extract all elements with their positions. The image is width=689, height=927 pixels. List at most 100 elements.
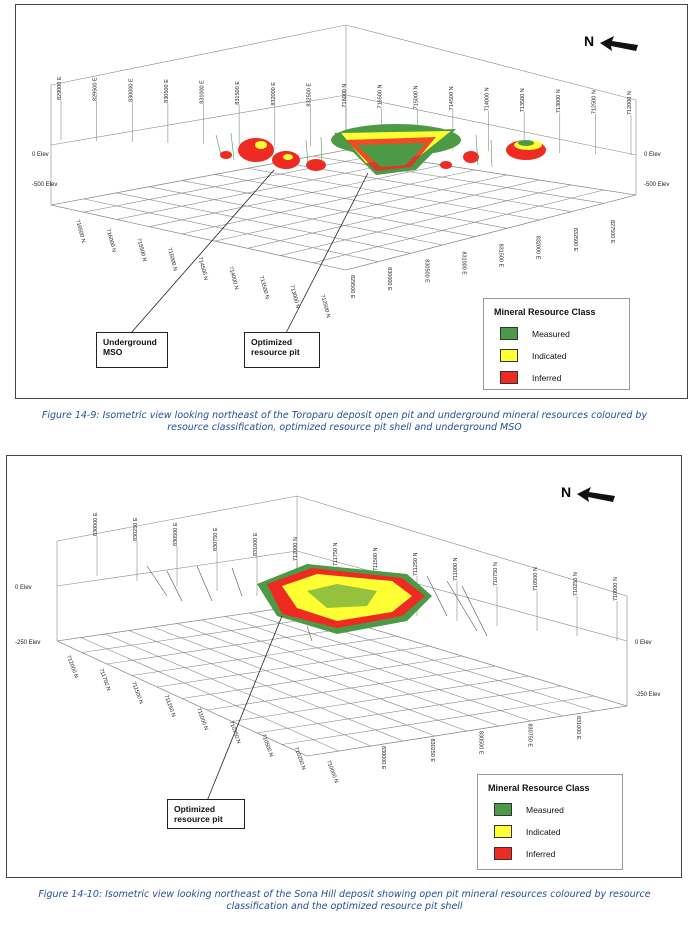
- elev-label-left-zero: 0 Elev: [32, 152, 49, 158]
- legend-title: Mineral Resource Class: [488, 783, 590, 793]
- axis-tick-label: 716000 N: [342, 84, 348, 108]
- isometric-view-toroparu: 0 Elev -500 Elev 0 Elev -500 Elev 829000…: [32, 24, 669, 334]
- legend-label: Inferred: [526, 848, 556, 859]
- axis-tick-label: 712000 N: [293, 537, 299, 561]
- axis-tick-label: 830000 E: [380, 746, 386, 770]
- north-arrow-icon: [600, 36, 638, 51]
- legend-swatch: [494, 847, 512, 860]
- axis-tick-label: 711750 N: [98, 668, 112, 692]
- callout-optimized-pit: Optimized resource pit: [167, 799, 245, 829]
- axis-tick-label: 712500 N: [319, 294, 331, 319]
- axis-tick-label: 712000 N: [627, 91, 633, 115]
- axis-tick-label: 711750 N: [333, 543, 339, 566]
- axis-tick-label: 713500 N: [520, 88, 526, 112]
- figure-14-9-caption: Figure 14-9: Isometric view looking nort…: [41, 410, 648, 433]
- axis-tick-label: 830000 E: [93, 512, 99, 536]
- axis-tick-label: 829000 E: [57, 76, 63, 100]
- legend-swatch: [500, 371, 518, 384]
- axis-tick-label: 830000 E: [128, 78, 134, 102]
- axis-tick-label: 712000 N: [65, 655, 79, 679]
- axis-tick-label: 831500 E: [498, 244, 504, 268]
- legend-item-inferred: Inferred: [494, 847, 622, 860]
- legend-label: Measured: [532, 328, 570, 339]
- legend-item-measured: Measured: [500, 327, 629, 340]
- axis-tick-label: 830500 E: [478, 731, 484, 755]
- axis-tick-label: 710750 N: [228, 720, 242, 744]
- callout-underground-mso: Underground MSO: [96, 332, 168, 368]
- axis-tick-label: 715000 N: [166, 247, 178, 272]
- axis-tick-label: 710250 N: [293, 747, 307, 771]
- axis-tick-label: 713500 N: [258, 275, 270, 300]
- axis-tick-label: 830500 E: [173, 522, 179, 546]
- elev-label-left-zero: 0 Elev: [15, 585, 32, 591]
- elev-label-left-low: -500 Elev: [32, 182, 57, 188]
- legend-title: Mineral Resource Class: [494, 307, 596, 317]
- axis-tick-label: 832500 E: [572, 228, 578, 252]
- callout-optimized-pit: Optimized resource pit: [244, 332, 320, 368]
- axis-tick-label: 710000 N: [325, 760, 339, 784]
- legend-item-indicated: Indicated: [500, 349, 629, 362]
- axis-tick-label: 830250 E: [429, 739, 435, 763]
- axis-tick-label: 716000 N: [105, 228, 117, 253]
- axis-tick-label: 831500 E: [235, 81, 241, 105]
- axis-tick-label: 830500 E: [164, 79, 170, 103]
- north-arrow-icon: [577, 487, 615, 502]
- legend-swatch: [500, 327, 518, 340]
- figure-14-10-caption: Figure 14-10: Isometric view looking nor…: [38, 889, 651, 912]
- elev-label-right-zero: 0 Elev: [644, 152, 661, 158]
- axis-tick-label: 710250 N: [573, 572, 579, 596]
- resource-blocks: [146, 564, 488, 642]
- axis-tick-label: 712500 N: [591, 90, 597, 114]
- legend-swatch: [500, 349, 518, 362]
- axis-tick-label: 711500 N: [373, 548, 379, 571]
- axis-tick-label: 711250 N: [413, 553, 419, 576]
- legend-item-inferred: Inferred: [500, 371, 629, 384]
- axis-tick-label: 716500 N: [378, 85, 384, 109]
- axis-tick-label: 829500 E: [349, 275, 355, 299]
- axis-tick-label: 710750 N: [493, 562, 499, 586]
- axis-tick-label: 829500 E: [93, 77, 99, 101]
- axis-tick-label: 710500 N: [260, 733, 274, 757]
- axis-tick-label: 714000 N: [227, 266, 239, 291]
- axis-tick-label: 831000 E: [460, 251, 466, 275]
- legend-item-measured: Measured: [494, 803, 622, 816]
- axis-tick-label: 831000 E: [253, 532, 259, 556]
- elev-label-right-zero: 0 Elev: [635, 640, 652, 646]
- legend-label: Measured: [526, 804, 564, 815]
- legend-label: Inferred: [532, 372, 562, 383]
- north-label: N: [584, 33, 595, 49]
- legend-swatch: [494, 825, 512, 838]
- legend: Mineral Resource Class Measured Indicate…: [483, 298, 630, 390]
- isometric-view-sona-hill: 0 Elev -250 Elev 0 Elev -250 Elev 830000…: [15, 495, 660, 802]
- axis-tick-label: 830500 E: [423, 259, 429, 283]
- legend-swatch: [494, 803, 512, 816]
- axis-tick-label: 715000 N: [413, 85, 419, 109]
- axis-tick-label: 715500 N: [135, 238, 147, 263]
- axis-tick-label: 832500 E: [306, 83, 312, 107]
- axis-tick-label: 714500 N: [197, 256, 209, 281]
- north-label: N: [561, 484, 572, 500]
- axis-tick-label: 832000 E: [535, 236, 541, 260]
- axis-tick-label: 711250 N: [163, 694, 177, 718]
- axis-tick-label: 831000 E: [575, 716, 581, 740]
- axis-tick-label: 831000 E: [200, 80, 206, 104]
- axis-tick-label: 713000 N: [288, 285, 300, 310]
- axis-tick-label: 827500 E: [609, 220, 615, 244]
- axis-tick-label: 830250 E: [133, 517, 139, 541]
- axis-tick-label: 716500 N: [74, 219, 86, 244]
- axis-tick-label: 714500 N: [449, 86, 455, 110]
- axis-tick-label: 710500 N: [533, 567, 539, 591]
- elev-label-right-low: -500 Elev: [644, 182, 669, 188]
- axis-tick-label: 713000 N: [556, 89, 562, 113]
- axis-tick-label: 711000 N: [453, 558, 459, 581]
- axis-tick-label: 710000 N: [613, 577, 619, 601]
- axis-tick-label: 711500 N: [130, 681, 144, 705]
- axis-tick-label: 711000 N: [195, 707, 209, 731]
- elev-label-right-low: -250 Elev: [635, 692, 660, 698]
- axis-tick-label: 714000 N: [485, 87, 491, 111]
- legend: Mineral Resource Class Measured Indicate…: [477, 774, 623, 870]
- legend-label: Indicated: [526, 826, 561, 837]
- figure-14-9-image: 0 Elev -500 Elev 0 Elev -500 Elev 829000…: [15, 4, 688, 399]
- axis-tick-label: 830750 E: [526, 724, 532, 748]
- legend-item-indicated: Indicated: [494, 825, 622, 838]
